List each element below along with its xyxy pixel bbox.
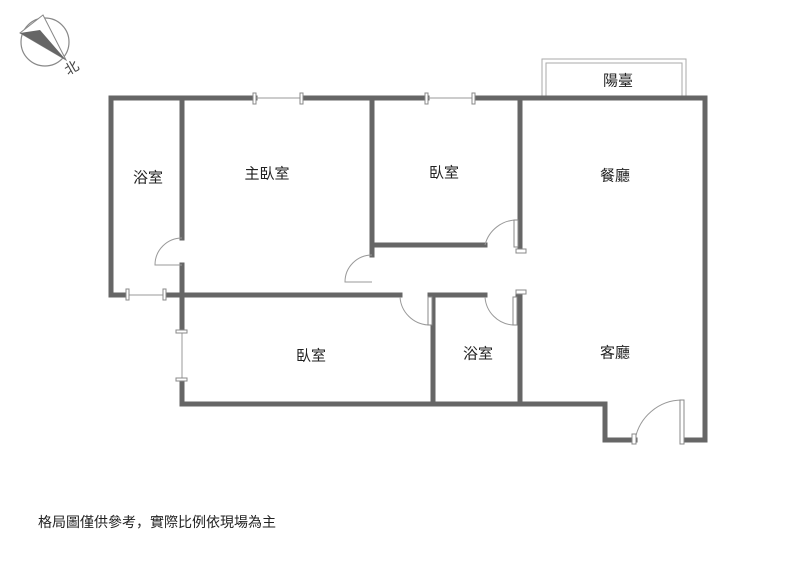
walls	[108, 95, 708, 443]
room-label-bath-1: 浴室	[132, 168, 164, 187]
room-label-bedroom-bottom: 臥室	[295, 346, 327, 365]
doors	[154, 219, 685, 445]
room-label-master-bedroom: 主臥室	[244, 164, 290, 183]
disclaimer-text: 格局圖僅供參考，實際比例依現場為主	[38, 515, 276, 531]
compass-icon: 北	[19, 14, 82, 79]
windows	[125, 92, 476, 382]
room-label-bath-2: 浴室	[462, 344, 494, 363]
room-label-dining: 餐廳	[599, 166, 631, 185]
room-label-living: 客廳	[599, 343, 631, 362]
room-label-balcony: 陽臺	[602, 71, 634, 90]
room-label-bedroom-top: 臥室	[428, 163, 460, 182]
compass-north-label: 北	[62, 58, 82, 79]
